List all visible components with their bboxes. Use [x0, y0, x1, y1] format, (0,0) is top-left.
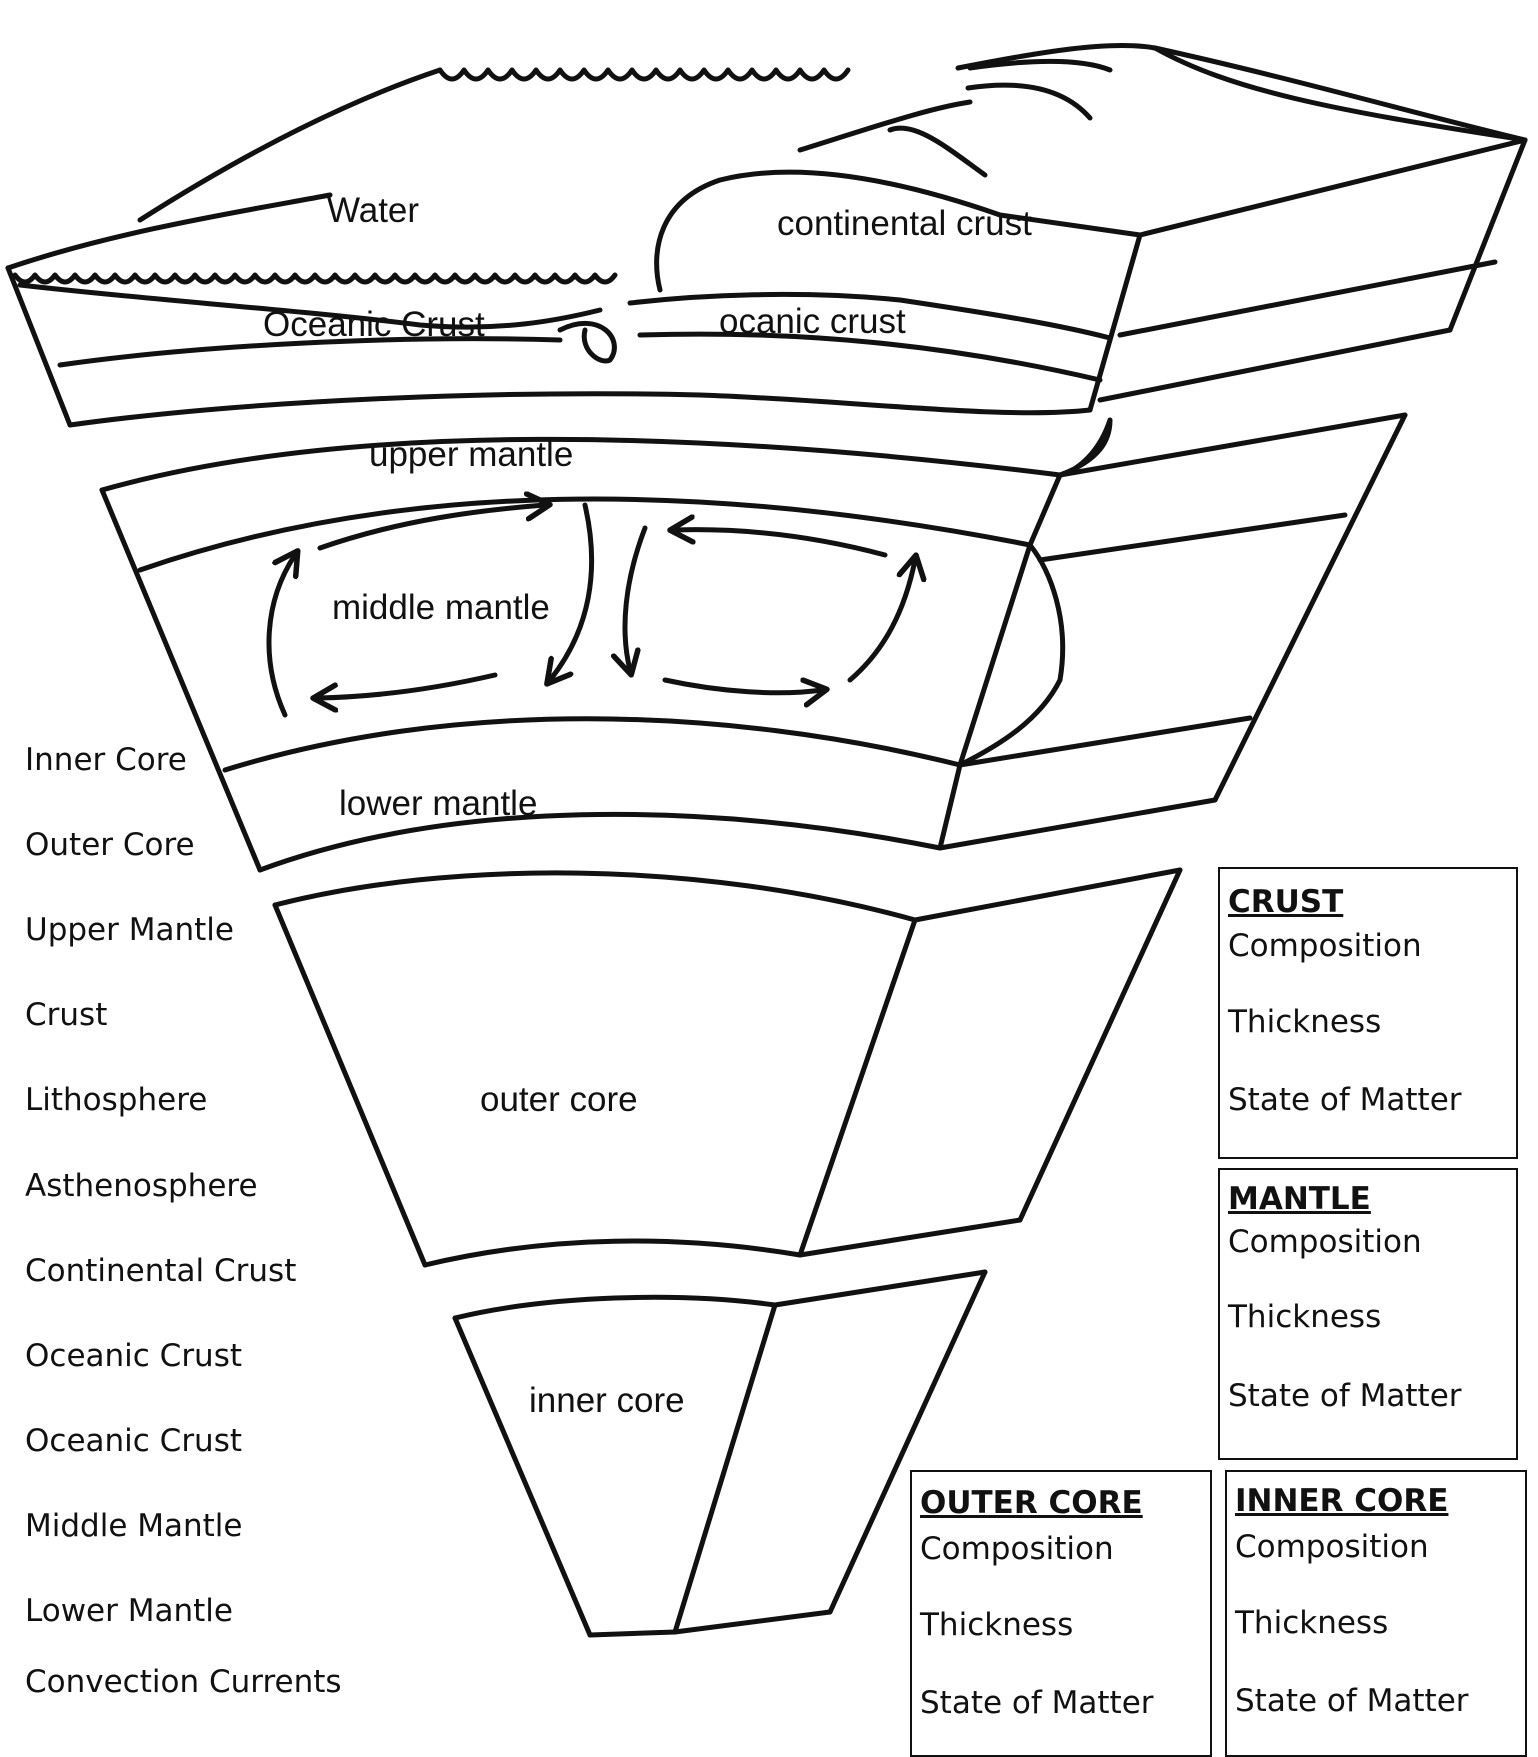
- word-bank-item: Lower Mantle: [25, 1593, 233, 1629]
- convection-arrow: [662, 680, 822, 693]
- box-field-composition: Composition: [1228, 928, 1422, 964]
- outer-core-info-box: OUTER CORE Composition Thickness State o…: [910, 1470, 1212, 1757]
- crust-block: [5, 42, 1528, 428]
- inner-core-info-box: INNER CORE Composition Thickness State o…: [1225, 1470, 1527, 1757]
- label-continental-crust: continental crust: [777, 204, 1032, 243]
- mantle-info-box: MANTLE Composition Thickness State of Ma…: [1218, 1168, 1518, 1460]
- label-upper-mantle: upper mantle: [369, 435, 574, 474]
- mantle-block: [99, 412, 1408, 873]
- box-field-state: State of Matter: [1228, 1378, 1462, 1414]
- convection-arrow: [625, 525, 648, 670]
- word-bank-item: Inner Core: [25, 742, 187, 778]
- label-oceanic-crust-right: ocanic crust: [719, 302, 906, 341]
- word-bank-item: Continental Crust: [25, 1253, 297, 1289]
- inner-core-block: [452, 1269, 988, 1638]
- label-water: Water: [327, 191, 420, 230]
- box-title: MANTLE: [1228, 1181, 1371, 1217]
- box-field-state: State of Matter: [1228, 1082, 1462, 1118]
- label-middle-mantle: middle mantle: [332, 588, 550, 627]
- box-field-thickness: Thickness: [1228, 1299, 1382, 1335]
- box-title: INNER CORE: [1235, 1483, 1449, 1519]
- word-bank-item: Asthenosphere: [25, 1168, 258, 1204]
- convection-arrow: [847, 560, 915, 683]
- convection-arrow: [266, 555, 295, 718]
- label-inner-core: inner core: [529, 1381, 685, 1420]
- word-bank-item: Crust: [25, 997, 108, 1033]
- box-field-thickness: Thickness: [920, 1607, 1074, 1643]
- word-bank-item: Lithosphere: [25, 1082, 208, 1118]
- box-field-composition: Composition: [1228, 1224, 1422, 1260]
- label-outer-core: outer core: [480, 1080, 638, 1119]
- word-bank-item: Middle Mantle: [25, 1508, 243, 1544]
- label-oceanic-crust-left: Oceanic Crust: [263, 305, 485, 344]
- convection-arrow: [318, 672, 498, 698]
- box-title: CRUST: [1228, 884, 1344, 920]
- box-field-state: State of Matter: [1235, 1683, 1469, 1719]
- box-field-thickness: Thickness: [1228, 1004, 1382, 1040]
- water-surface-line: [437, 67, 851, 82]
- outer-core-block: [272, 867, 1183, 1268]
- mountain-outline: [955, 42, 1158, 71]
- box-field-thickness: Thickness: [1235, 1605, 1389, 1641]
- crust-info-box: CRUST Composition Thickness State of Mat…: [1218, 867, 1518, 1159]
- convection-arrow: [317, 505, 545, 551]
- word-bank-item: Convection Currents: [25, 1664, 342, 1700]
- box-field-composition: Composition: [920, 1531, 1114, 1567]
- word-bank-item: Oceanic Crust: [25, 1338, 243, 1374]
- box-field-state: State of Matter: [920, 1685, 1154, 1721]
- word-bank-item: Outer Core: [25, 827, 195, 863]
- continental-crust-outline: [654, 169, 1143, 293]
- convection-arrow: [550, 502, 595, 680]
- word-bank-item: Oceanic Crust: [25, 1423, 243, 1459]
- box-field-composition: Composition: [1235, 1529, 1429, 1565]
- convection-arrow: [675, 530, 888, 558]
- label-lower-mantle: lower mantle: [339, 784, 538, 823]
- subduction-hook: [557, 321, 617, 364]
- box-title: OUTER CORE: [920, 1485, 1143, 1521]
- word-bank-item: Upper Mantle: [25, 912, 234, 948]
